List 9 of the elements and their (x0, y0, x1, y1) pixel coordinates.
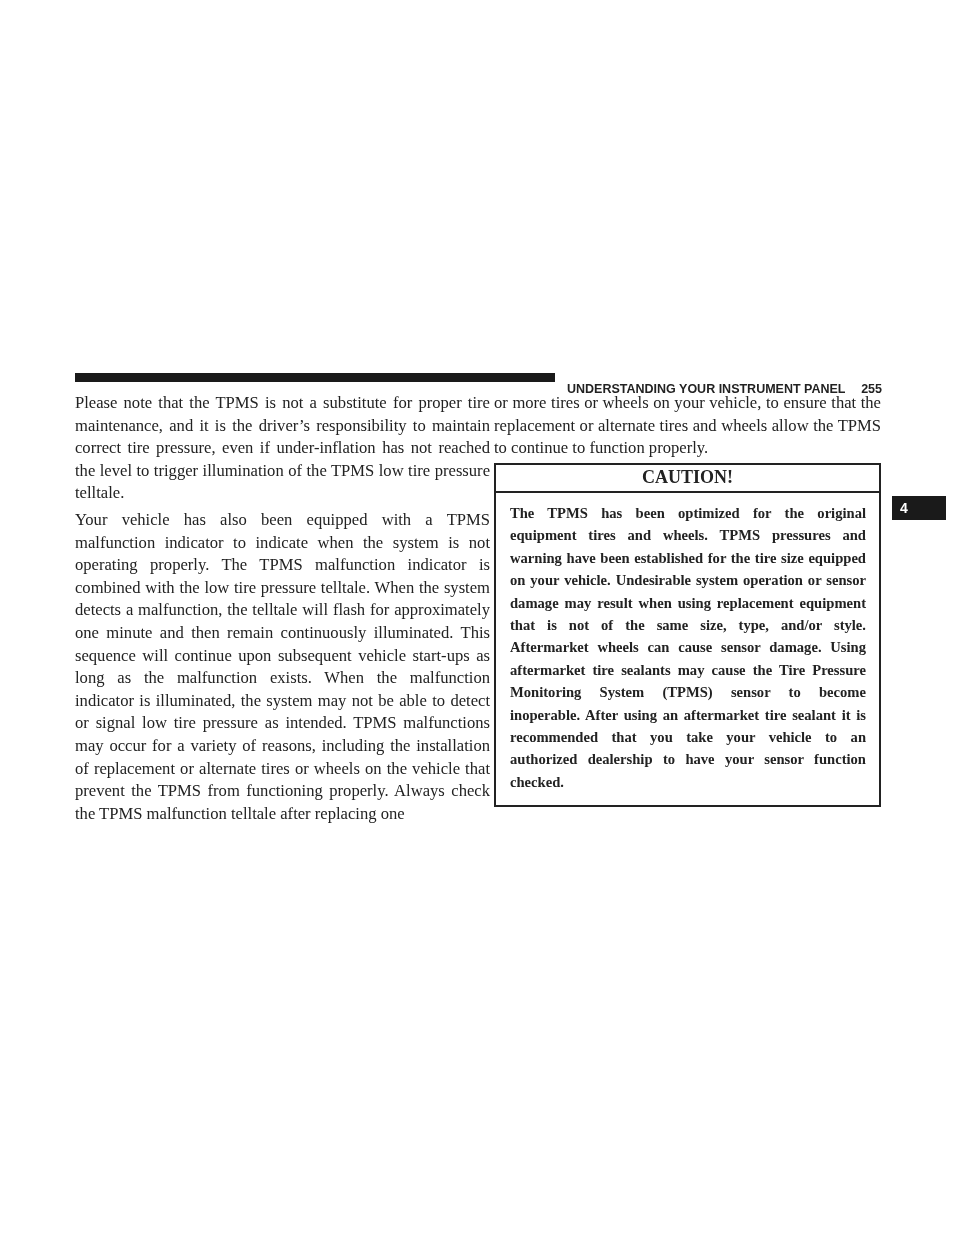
running-header: UNDERSTANDING YOUR INSTRUMENT PANEL (567, 381, 846, 396)
body-paragraph: or more tires or wheels on your vehicle, to ensure that the replacement or alternate tires and wheels allow the TPMS to continue to function properly. (494, 393, 881, 460)
body-paragraph: Please note that the TPMS is not a substitute for proper tire maintenance, and it is the driver’s responsibility to maintain correct tire pressure, even if under-inflation has not reached the level to trigger illumination of the TPMS low tire pressure telltale. (75, 392, 490, 505)
body-paragraph: Your vehicle has also been equipped with a TPMS malfunction indicator to indicate when the system is not operating properly. The TPMS malfunction indicator is combined with the low tire pressure telltale. When the system detects a malfunction, the telltale will flash for approximately one minute and then remain continuously illuminated. This sequence will continue upon subsequent vehicle start-ups as long as the malfunction exists. When the malfunction indicator is illuminated, the system may not be able to detect or signal low tire pressure as intended. TPMS malfunctions may occur for a variety of reasons, including the installation of replacement or alternate tires or wheels on the vehicle that prevent the TPMS from functioning properly. Always check the TPMS malfunction telltale after replacing one (75, 509, 490, 825)
chapter-tab: 4 (892, 496, 946, 520)
page-number: 255 (860, 381, 882, 396)
caution-heading: CAUTION! (496, 465, 879, 493)
caution-box (494, 463, 881, 808)
caution-text: The TPMS has been optimized for the original equipment tires and wheels. TPMS pressures and warning have been established for the tire size equipped on your vehicle. Undesirable system operation or sensor damage may result when using replacement equipment that is not of the same size, type, and/or style. Aftermarket wheels can cause sensor damage. Using aftermarket tire sealants may cause the Tire Pressure Monitoring System (TPMS) sensor to become inoperable. After using an aftermarket tire sealant it is recommended that you take your vehicle to an authorized dealership to have your sensor function checked. (509, 504, 867, 792)
